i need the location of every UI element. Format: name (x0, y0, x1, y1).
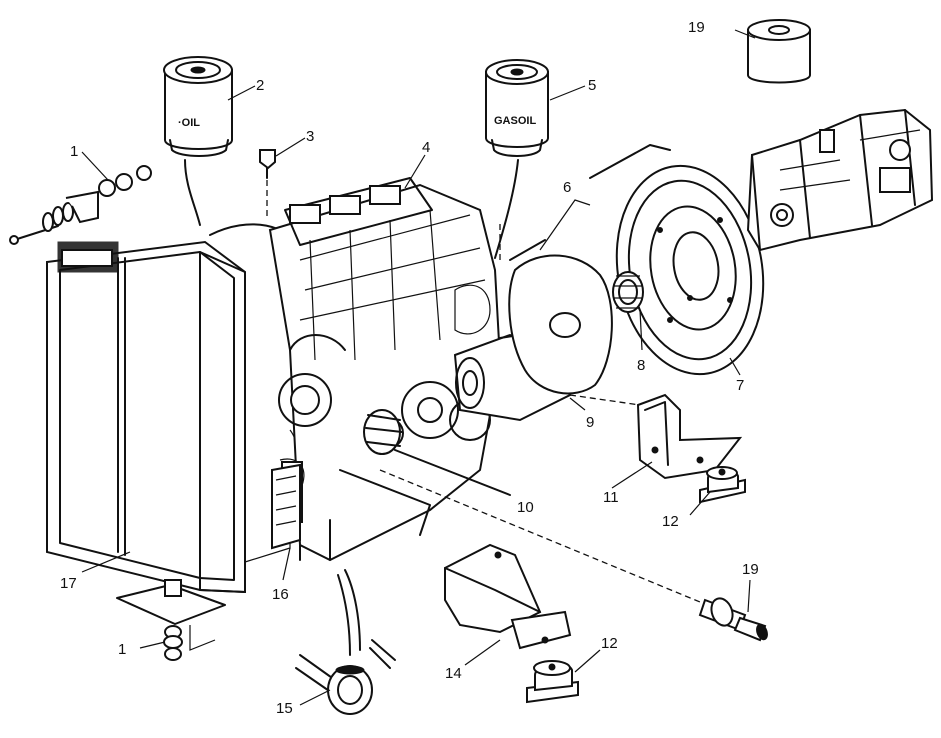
callout-14: 14 (445, 665, 462, 682)
pressure-switch (379, 469, 768, 642)
callout-11: 11 (603, 489, 619, 506)
coupling-gear (363, 409, 511, 496)
hydraulic-pump-unit (746, 108, 934, 252)
callout-6: 6 (563, 179, 571, 196)
callout-16: 16 (272, 586, 289, 603)
gasoil-filter: GASOIL (485, 59, 549, 259)
callout-3: 3 (306, 128, 314, 145)
rubber-mount-bottom (526, 660, 579, 704)
callout-12-bottom: 12 (601, 635, 618, 652)
radiator (46, 223, 301, 594)
callout-19-right: 19 (742, 561, 759, 578)
oil-filter-label: ·OIL (178, 117, 200, 129)
hose (271, 463, 301, 550)
callout-19-top: 19 (688, 19, 705, 36)
flange-plate (508, 144, 671, 395)
callout-9: 9 (586, 414, 594, 431)
callout-10: 10 (517, 499, 534, 516)
callouts: 1 2 3 4 5 6 7 8 9 10 11 12 12 1 14 15 16… (60, 19, 759, 717)
callout-5: 5 (588, 77, 596, 94)
callout-1-bottom: 1 (118, 641, 126, 658)
radiator-fixings-bottom (116, 579, 226, 661)
callout-17: 17 (60, 575, 77, 592)
engine-bracket (636, 393, 743, 480)
rubber-mount-right (699, 466, 746, 504)
gasoil-filter-label: GASOIL (494, 115, 536, 127)
callout-7: 7 (736, 377, 744, 394)
callout-4: 4 (422, 139, 430, 156)
oil-filter: ·OIL (163, 56, 233, 226)
filler-cap (747, 19, 811, 84)
sensor-plug (259, 149, 276, 218)
belt-guard (444, 543, 572, 650)
callout-15: 15 (276, 700, 293, 717)
callout-1-top: 1 (70, 143, 78, 160)
radiator-fixings-top (9, 165, 152, 245)
callout-8: 8 (637, 357, 645, 374)
drive-belt (295, 569, 396, 715)
leader-lines (81, 29, 756, 706)
callout-12-right: 12 (662, 513, 679, 530)
flywheel-ring (615, 164, 765, 376)
callout-2: 2 (256, 77, 264, 94)
drive-gear (612, 271, 644, 351)
